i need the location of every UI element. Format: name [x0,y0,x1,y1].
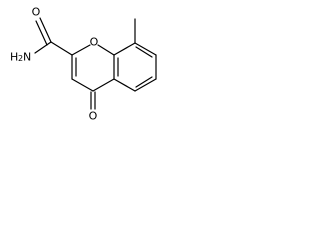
amide-cn-bond [34,41,52,54]
amide-c2-bond [50,41,73,56]
amide-co-bond-1 [39,17,52,43]
chemical-structure: O H 2 N O O [10,6,157,123]
svg-text:N: N [23,51,31,64]
c8-c7-double [135,46,153,58]
c2-o1-bond [71,44,91,56]
c3-c4-bond [71,78,94,92]
amide-oxygen-label: O [32,6,41,19]
c4-c4a-bond [92,78,115,92]
c6-c5-bond [134,78,157,92]
c5-c4a-bond [113,78,136,92]
ring-oxygen-label: O [90,36,99,49]
c8a-c8-bond [113,42,136,56]
amide-nitrogen-label: H 2 N [10,51,31,64]
svg-text:2: 2 [18,54,23,63]
ketone-oxygen-label: O [89,110,98,123]
c6-c5-double [135,76,153,88]
amide-co-bond-2 [35,20,48,46]
o1-c8a-bond [97,44,115,56]
c8-c7-bond [134,42,157,56]
svg-text:H: H [10,51,18,64]
